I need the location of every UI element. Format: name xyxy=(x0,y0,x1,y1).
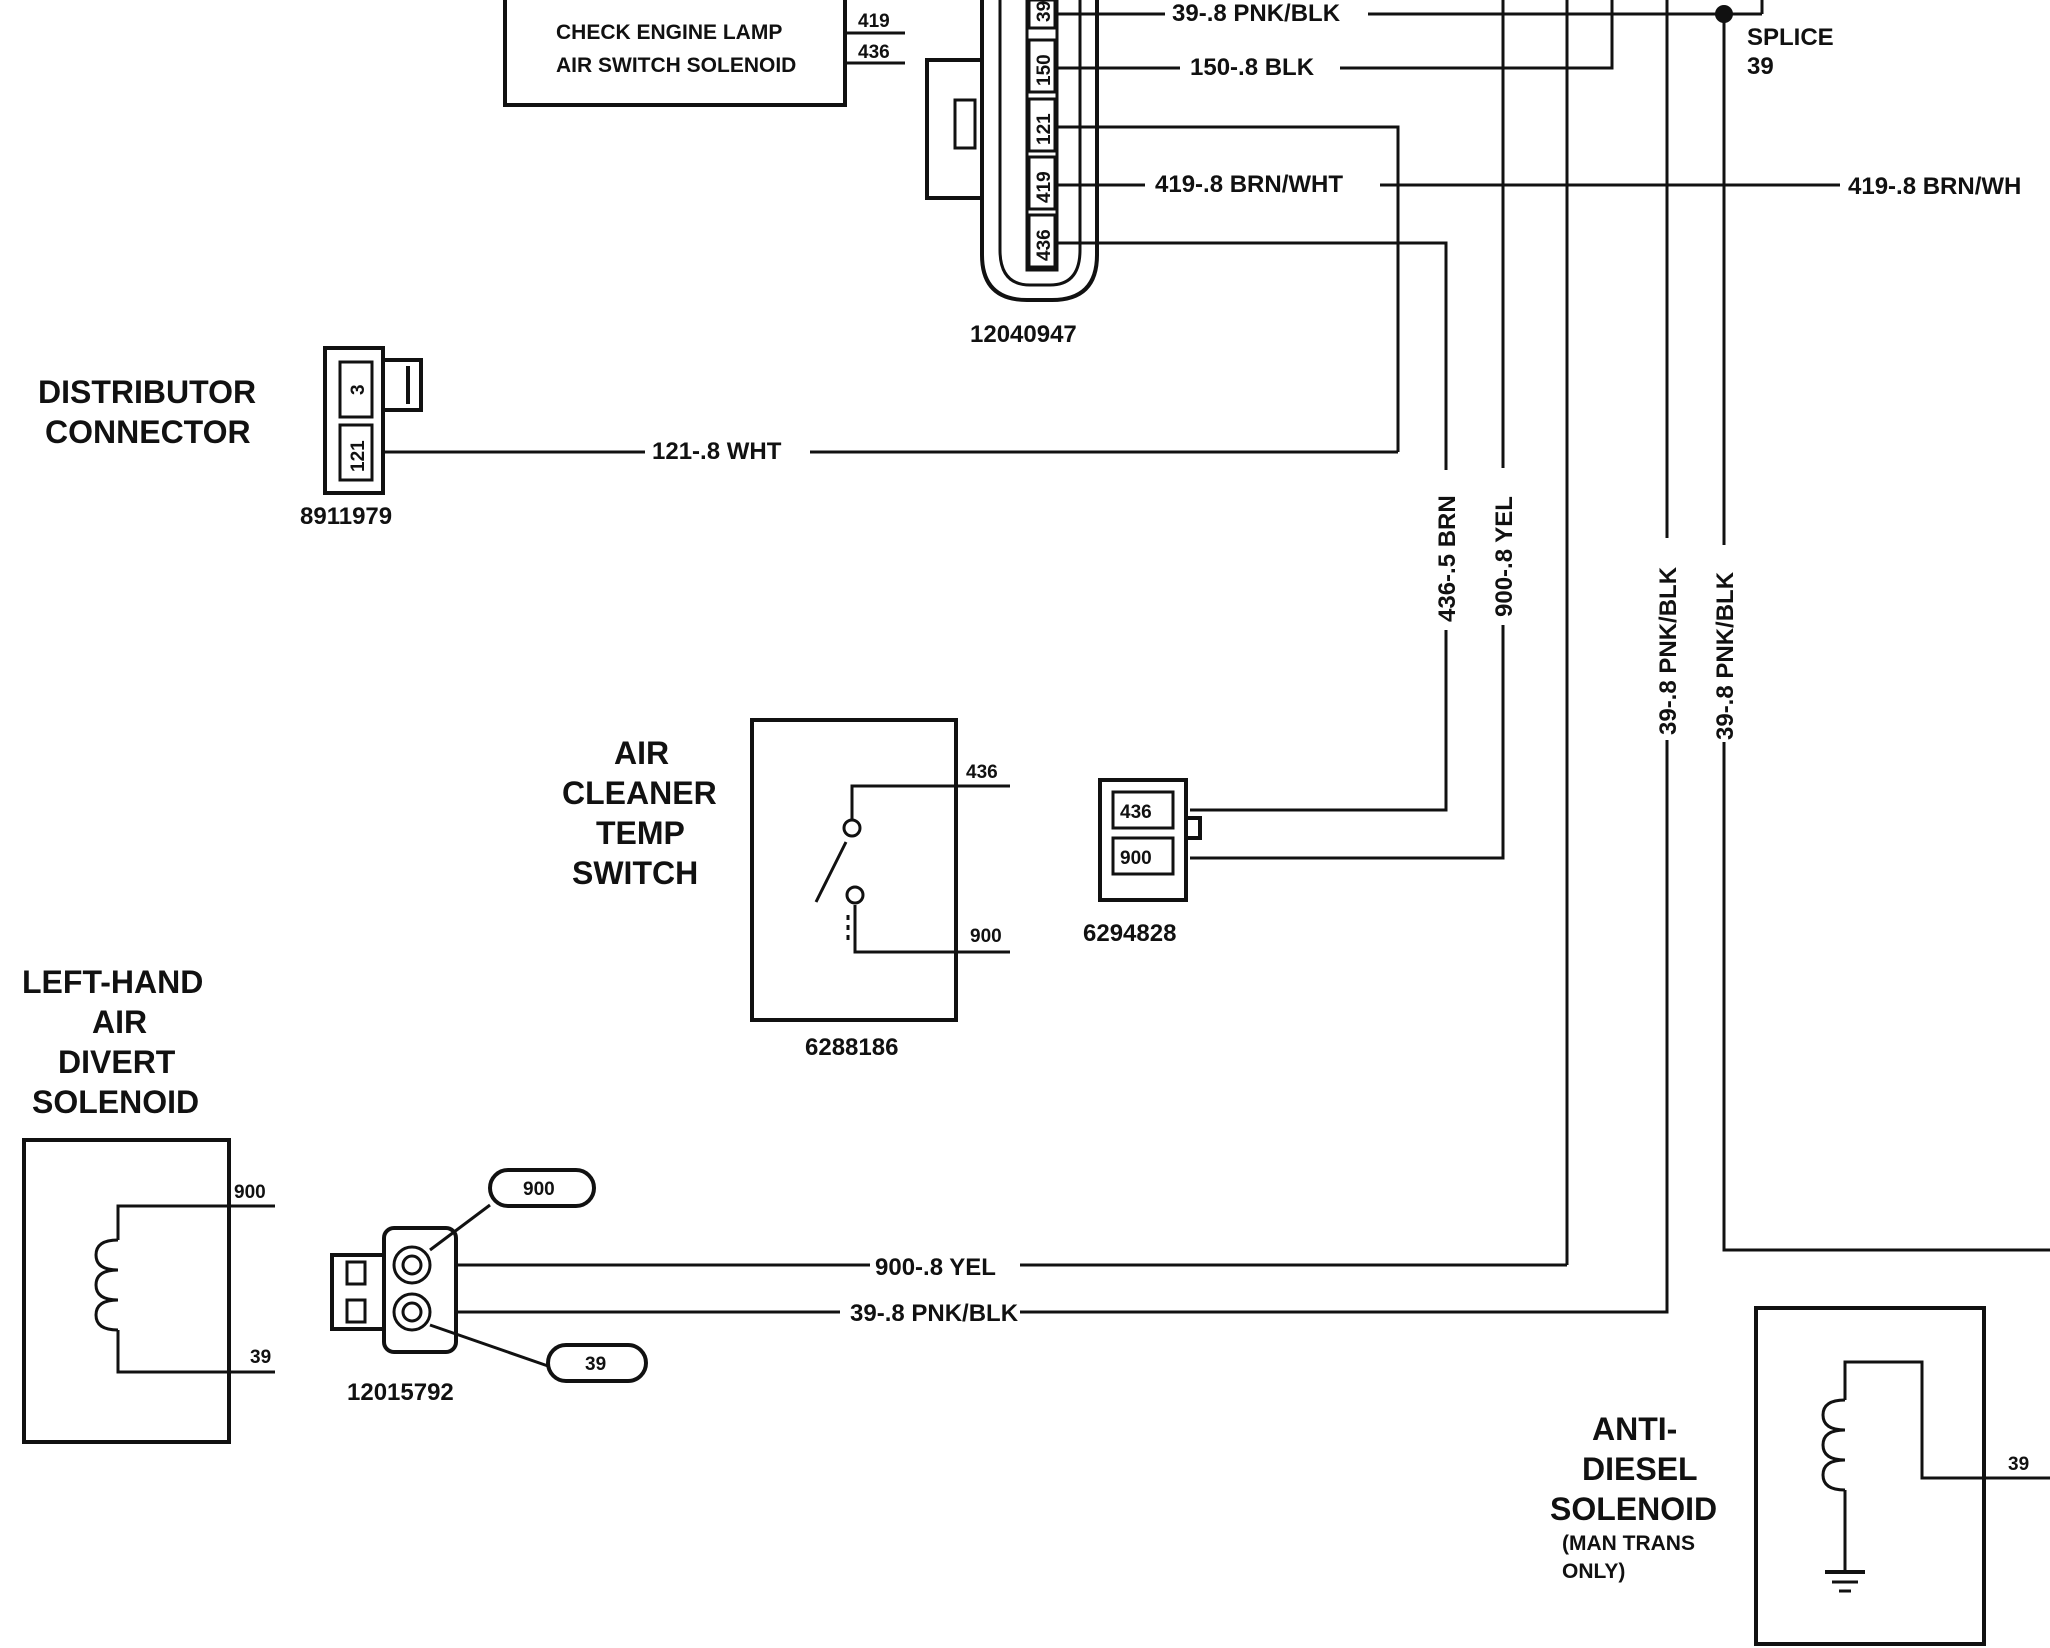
wire-label: 39-.8 PNK/BLK xyxy=(1172,0,1341,27)
distributor-connector: DISTRIBUTOR CONNECTOR 3 121 121-.8 WHT 8… xyxy=(38,346,1398,530)
connector-tag: 900 xyxy=(523,1179,555,1200)
temp-switch-connector: 436 900 6294828 xyxy=(1083,778,1202,947)
wire-label: 39-.8 PNK/BLK xyxy=(1655,566,1682,735)
wire-label: 419-.8 BRN/WH xyxy=(1848,173,2021,200)
component-title: SOLENOID xyxy=(1550,1491,1717,1527)
wire-label: 419-.8 BRN/WHT xyxy=(1155,171,1343,198)
splice-number: 39 xyxy=(1747,53,1774,80)
component-title: CONNECTOR xyxy=(45,414,251,450)
component-note: (MAN TRANS xyxy=(1562,1532,1695,1555)
ecm-pin-label: CHECK ENGINE LAMP xyxy=(556,21,782,44)
splice-label: SPLICE xyxy=(1747,24,1834,51)
solenoid-pin-label: 900 xyxy=(234,1182,266,1203)
anti-diesel-solenoid: ANTI- DIESEL SOLENOID (MAN TRANS ONLY) 3… xyxy=(1550,1306,2050,1646)
wire-label: 436-.5 BRN xyxy=(1434,495,1461,622)
ecm-connector-part-number: 12040947 xyxy=(970,321,1077,348)
ecm-cavity-label: 419 xyxy=(1034,171,1055,203)
component-title: SOLENOID xyxy=(32,1084,199,1120)
component-title: DIVERT xyxy=(58,1044,176,1080)
connector-cavity: 436 xyxy=(1120,802,1152,823)
wire-label: 39-.8 PNK/BLK xyxy=(850,1300,1019,1327)
component-title: AIR xyxy=(614,735,669,771)
distributor-part-number: 8911979 xyxy=(300,503,392,530)
divert-connector: 900-.8 YEL 39-.8 PNK/BLK 900 39 12015792 xyxy=(330,1168,1032,1406)
component-title: LEFT-HAND xyxy=(22,964,203,1000)
ecm-cavity-label: 150 xyxy=(1034,54,1055,86)
connector-part-number: 12015792 xyxy=(347,1379,454,1406)
component-title: DISTRIBUTOR xyxy=(38,374,256,410)
wire-label: 900-.8 YEL xyxy=(875,1254,996,1281)
component-title: SWITCH xyxy=(572,855,698,891)
component-note: ONLY) xyxy=(1562,1560,1625,1583)
switch-pin-label: 900 xyxy=(970,926,1002,947)
distributor-cavity: 121 xyxy=(348,440,369,472)
ecm-cavity-label: 436 xyxy=(1034,229,1055,261)
ecm-connector: 39 150 121 419 436 12040947 xyxy=(925,0,1099,348)
ecm-pin-label: AIR SWITCH SOLENOID xyxy=(556,54,796,77)
wire-label: 900-.8 YEL xyxy=(1491,496,1518,617)
component-title: AIR xyxy=(92,1004,147,1040)
wire-label: 121-.8 WHT xyxy=(652,438,782,465)
component-title: ANTI- xyxy=(1592,1411,1677,1447)
wire-label: 150-.8 BLK xyxy=(1190,54,1315,81)
ecm-pin-list: CHECK ENGINE LAMP AIR SWITCH SOLENOID 41… xyxy=(503,0,905,107)
ecm-wires: 39-.8 PNK/BLK 150-.8 BLK 419-.8 BRN/WHT … xyxy=(1032,0,2050,1314)
component-title: DIESEL xyxy=(1582,1451,1698,1487)
switch-part-number: 6288186 xyxy=(805,1034,898,1061)
solenoid-pin-label: 39 xyxy=(2008,1454,2029,1475)
connector-part-number: 6294828 xyxy=(1083,920,1176,947)
connector-cavity: 900 xyxy=(1120,848,1152,869)
ecm-cavity-label: 121 xyxy=(1034,113,1055,145)
component-title: CLEANER xyxy=(562,775,717,811)
air-cleaner-temp-switch: AIR CLEANER TEMP SWITCH 436 900 6288186 xyxy=(562,718,1010,1061)
ecm-pin-circuit: 436 xyxy=(858,42,890,63)
solenoid-pin-label: 39 xyxy=(250,1347,271,1368)
component-title: TEMP xyxy=(596,815,685,851)
switch-pin-label: 436 xyxy=(966,762,998,783)
distributor-cavity: 3 xyxy=(348,384,369,395)
ecm-cavity-label: 39 xyxy=(1034,1,1055,22)
left-hand-air-divert-solenoid: LEFT-HAND AIR DIVERT SOLENOID 900 39 xyxy=(22,964,275,1444)
ecm-pin-circuit: 419 xyxy=(858,11,890,32)
wire-label: 39-.8 PNK/BLK xyxy=(1712,571,1739,740)
connector-tag: 39 xyxy=(585,1354,606,1375)
